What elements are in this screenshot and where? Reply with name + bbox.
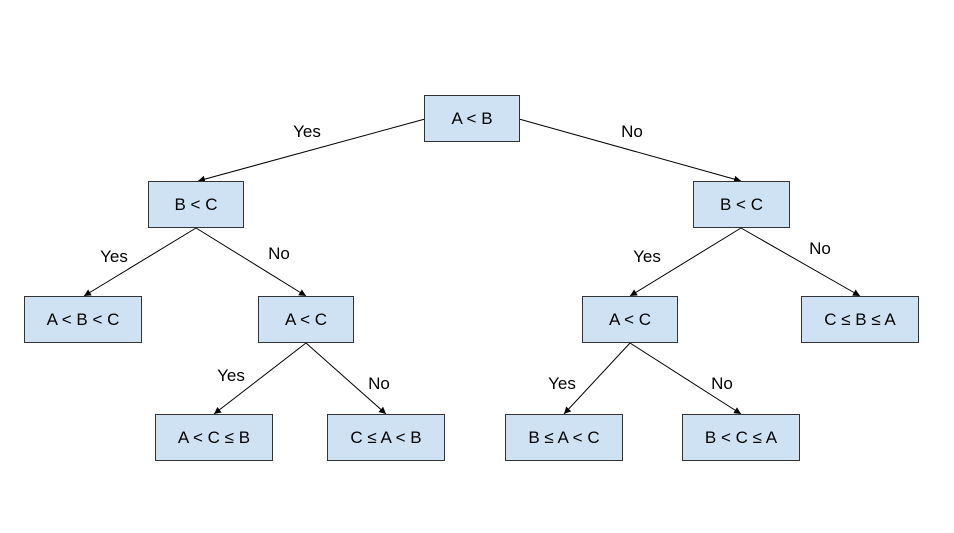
edge-left-bc-yes [83, 227, 197, 297]
edge-label-right-ac-no: No [711, 374, 733, 393]
edge-label-left-ac-no: No [368, 374, 390, 393]
node-leaf-a-b-c: A < B < C [24, 296, 142, 343]
edge-root-no [518, 118, 742, 183]
edge-label-right-bc-no: No [809, 239, 831, 258]
edge-right-bc-no [740, 227, 861, 297]
edge-label-left-bc-yes: Yes [100, 247, 128, 266]
edge-right-ac-no [629, 342, 742, 415]
node-leaf-a-c-b: A < C ≤ B [155, 414, 273, 461]
node-leaf-b-a-c: B ≤ A < C [505, 414, 623, 461]
node-root: A < B [424, 95, 520, 142]
node-right-a-lt-c: A < C [582, 296, 678, 343]
edge-left-ac-yes [213, 342, 307, 415]
edge-label-right-ac-yes: Yes [548, 374, 576, 393]
edge-root-yes [197, 118, 426, 183]
edge-label-left-bc-no: No [268, 244, 290, 263]
node-leaf-c-b-a: C ≤ B ≤ A [801, 296, 919, 343]
node-left-a-lt-c: A < C [258, 296, 354, 343]
node-leaf-b-c-a: B < C ≤ A [682, 414, 800, 461]
edge-left-bc-no [195, 227, 307, 297]
node-right-b-lt-c: B < C [693, 181, 790, 228]
edge-label-root-no: No [621, 122, 643, 141]
edge-label-right-bc-yes: Yes [633, 247, 661, 266]
edge-left-ac-no [305, 342, 387, 415]
edge-right-bc-yes [629, 227, 742, 297]
node-leaf-c-a-b: C ≤ A < B [327, 414, 445, 461]
edge-label-left-ac-yes: Yes [217, 366, 245, 385]
node-left-b-lt-c: B < C [148, 181, 244, 228]
edge-right-ac-yes [563, 342, 631, 415]
edge-label-root-yes: Yes [293, 122, 321, 141]
